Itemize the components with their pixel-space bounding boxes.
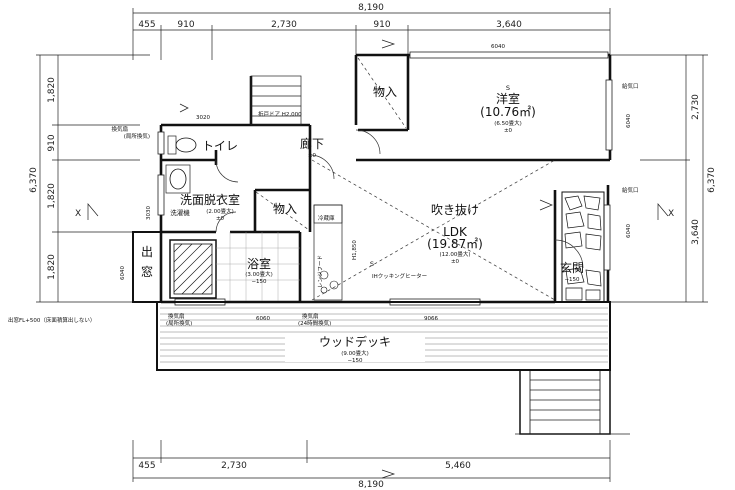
- code-6040-top: 6040: [491, 44, 505, 50]
- left-dimension-lines: 1,820 910 1,820 1,820 6,370: [29, 54, 150, 303]
- hall-level: ±0: [308, 153, 317, 159]
- bottom-dimension-3: 5,460: [445, 461, 471, 471]
- entrance-label: 玄関: [560, 260, 584, 275]
- right-dimension-2: 3,640: [691, 219, 701, 245]
- stair-top: [250, 75, 302, 126]
- bay-window-label-2: 窓: [141, 264, 153, 279]
- interior-walls: [161, 55, 610, 302]
- bottom-dimension-2: 2,730: [221, 461, 247, 471]
- western-room-area: (10.76㎡): [480, 105, 536, 119]
- ldk-area: (19.87㎡): [427, 237, 483, 251]
- dressing-room-tatami: (2.00畳大): [206, 207, 234, 215]
- right-dimension-1: 2,730: [691, 94, 701, 120]
- vent-bottom-1: 換気扇: [168, 312, 185, 320]
- deck-stairs: [515, 369, 630, 435]
- toilet-fixture: [167, 135, 197, 155]
- bath-label: 浴室: [247, 256, 271, 271]
- vent-bottom-2: (局所換気): [166, 319, 192, 327]
- folding-door-label: 折戸ドア H2,000: [258, 110, 302, 118]
- vent-top-1: 換気扇: [111, 125, 128, 133]
- top-dimension-3: 2,730: [271, 20, 297, 30]
- vent-24h-1: 換気扇: [302, 312, 319, 320]
- range-hood-label: レンジフード: [317, 255, 324, 288]
- room-labels: 物入 S 洋室 (10.76㎡) (6.50畳大) ±0 トイレ 廊下 ±0 洗…: [170, 84, 584, 364]
- code-6040-left: 6040: [120, 266, 126, 280]
- code-6040-right-2: 6040: [626, 224, 632, 238]
- entrance-stone: [561, 191, 605, 303]
- fridge-label: 冷蔵庫: [318, 214, 335, 222]
- left-dimension-4: 1,820: [47, 254, 57, 280]
- hall-label: 廊下: [300, 136, 324, 151]
- air-inlet-1: 給気口: [622, 82, 639, 90]
- deck-label: ウッドデッキ: [319, 334, 391, 349]
- vent-top-2: (局所換気): [124, 132, 150, 140]
- ih-label: IHクッキングヒーター: [372, 272, 427, 280]
- deck-level: −150: [347, 358, 363, 364]
- top-dimension-lines: 8,190 455 910 2,730 910 3,640: [132, 3, 611, 60]
- bath-level: −150: [251, 279, 267, 285]
- kitchen-counter: [313, 204, 343, 301]
- top-total-dimension: 8,190: [358, 3, 384, 13]
- bathtub: [169, 239, 217, 299]
- bath-tiles: [216, 232, 300, 302]
- toilet-label: トイレ: [202, 139, 238, 153]
- void-label: 吹き抜け: [431, 203, 479, 217]
- code-3030: 3030: [146, 206, 152, 220]
- ldk-label: LDK: [443, 225, 468, 239]
- left-dimension-1: 1,820: [47, 77, 57, 103]
- left-dimension-3: 1,820: [47, 183, 57, 209]
- bay-window: 出 窓: [132, 231, 162, 303]
- x-mark-right: X: [668, 209, 674, 219]
- bay-window-label-1: 出: [141, 245, 153, 259]
- annotations: 冷蔵庫 レンジフード H1,850 IHクッキングヒーター S 折戸ドア H2,…: [8, 44, 674, 327]
- bottom-dimension-1: 455: [138, 461, 155, 471]
- storage-2-label: 物入: [273, 202, 297, 216]
- left-dimension-2: 910: [47, 134, 57, 151]
- air-inlet-2: 給気口: [622, 186, 639, 194]
- bottom-dimension-lines: 455 2,730 5,460 8,190: [132, 440, 611, 490]
- code-9066: 9066: [424, 316, 438, 322]
- right-dimension-lines: 2,730 3,640 6,370: [610, 54, 717, 303]
- storage-1-label: 物入: [373, 85, 397, 99]
- top-dimension-5: 3,640: [496, 20, 522, 30]
- western-room-tatami: (6.50畳大): [494, 119, 522, 127]
- western-room-level: ±0: [504, 128, 513, 134]
- washer-label: 洗濯機: [170, 208, 190, 217]
- door-swings: [215, 129, 584, 269]
- dressing-room-level: ±0: [216, 216, 225, 222]
- dressing-room-label: 洗面脱衣室: [180, 192, 240, 207]
- vent-24h-2: (24時間換気): [298, 319, 331, 327]
- western-room-name: 洋室: [496, 91, 520, 106]
- ldk-tatami: (12.00畳大): [439, 250, 470, 258]
- void-diagonals: [255, 57, 556, 301]
- bath-tatami: (3.00畳大): [245, 270, 273, 278]
- code-3020: 3020: [196, 115, 210, 121]
- top-dimension-2: 910: [177, 20, 194, 30]
- s-mark-ldk: S: [370, 260, 374, 268]
- entrance-level: −150: [564, 277, 580, 283]
- sink-fixture: [165, 164, 191, 194]
- top-dimension-4: 910: [373, 20, 390, 30]
- code-6040-right-1: 6040: [626, 114, 632, 128]
- hall-height-label: H1,850: [352, 240, 358, 260]
- x-mark-left: X: [75, 209, 81, 219]
- bottom-total-dimension: 8,190: [358, 480, 384, 490]
- top-dimension-1: 455: [138, 20, 155, 30]
- right-total-dimension: 6,370: [707, 167, 717, 193]
- ldk-level: ±0: [451, 259, 460, 265]
- left-total-dimension: 6,370: [29, 167, 39, 193]
- deck-tatami: (9.00畳大): [341, 349, 369, 357]
- s-mark-western: S: [506, 84, 510, 92]
- code-6060: 6060: [256, 316, 270, 322]
- bay-window-note: 出窓FL+500（床面積算出しない）: [8, 316, 95, 324]
- wood-deck: [156, 301, 611, 371]
- flag-markers: [87, 39, 669, 479]
